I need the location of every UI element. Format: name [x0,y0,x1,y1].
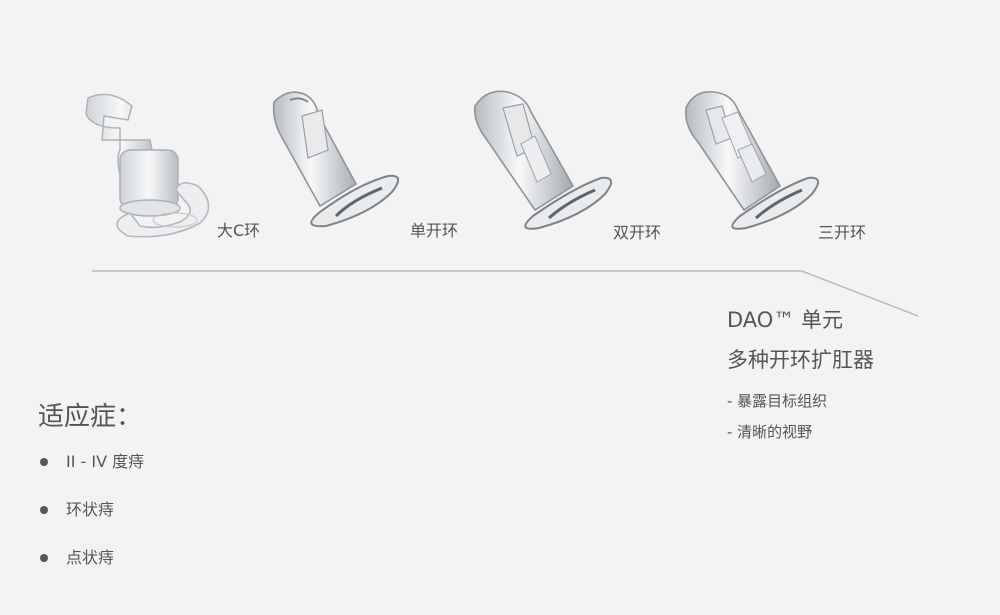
product-feature-item: - 清晰的视野 [727,423,813,441]
triple-open-ring-device [682,88,819,240]
indications-title: 适应症： [38,402,143,432]
single-open-ring-image [272,91,399,228]
list-item: 环状痔 [38,498,144,546]
double-open-ring-image [473,90,612,230]
bullet-dot-icon [40,458,48,466]
product-description: DAO™ 单元 多种开环扩肛器 - 暴露目标组织 - 清晰的视野 [727,300,874,448]
product-title-line2: 多种开环扩肛器 [727,348,874,372]
large-c-ring-label: 大C环 [217,221,261,240]
bullet-dot-icon [40,506,48,514]
triple-open-ring-image [684,91,819,230]
indications-section: 适应症： II - IV 度痔 环状痔 点状痔 [38,398,144,594]
bullet-dot-icon [40,554,48,562]
double-open-ring-label: 双开环 [613,223,662,242]
double-open-ring-device [473,88,613,240]
product-title-line1: DAO™ 单元 [727,308,844,332]
indication-text: 环状痔 [66,500,115,519]
large-c-ring-device [80,88,215,240]
single-open-ring-label: 单开环 [410,221,459,240]
product-features: - 暴露目标组织 - 清晰的视野 [727,386,874,448]
triple-open-ring-label: 三开环 [818,223,867,242]
product-feature-item: - 暴露目标组织 [727,392,828,410]
large-c-ring-image [85,93,210,238]
list-item: 点状痔 [38,546,144,594]
single-open-ring-device [270,88,402,240]
indication-text: II - IV 度痔 [66,452,145,471]
list-item: II - IV 度痔 [38,450,144,498]
indication-text: 点状痔 [66,548,115,567]
indications-list: II - IV 度痔 环状痔 点状痔 [38,450,144,594]
